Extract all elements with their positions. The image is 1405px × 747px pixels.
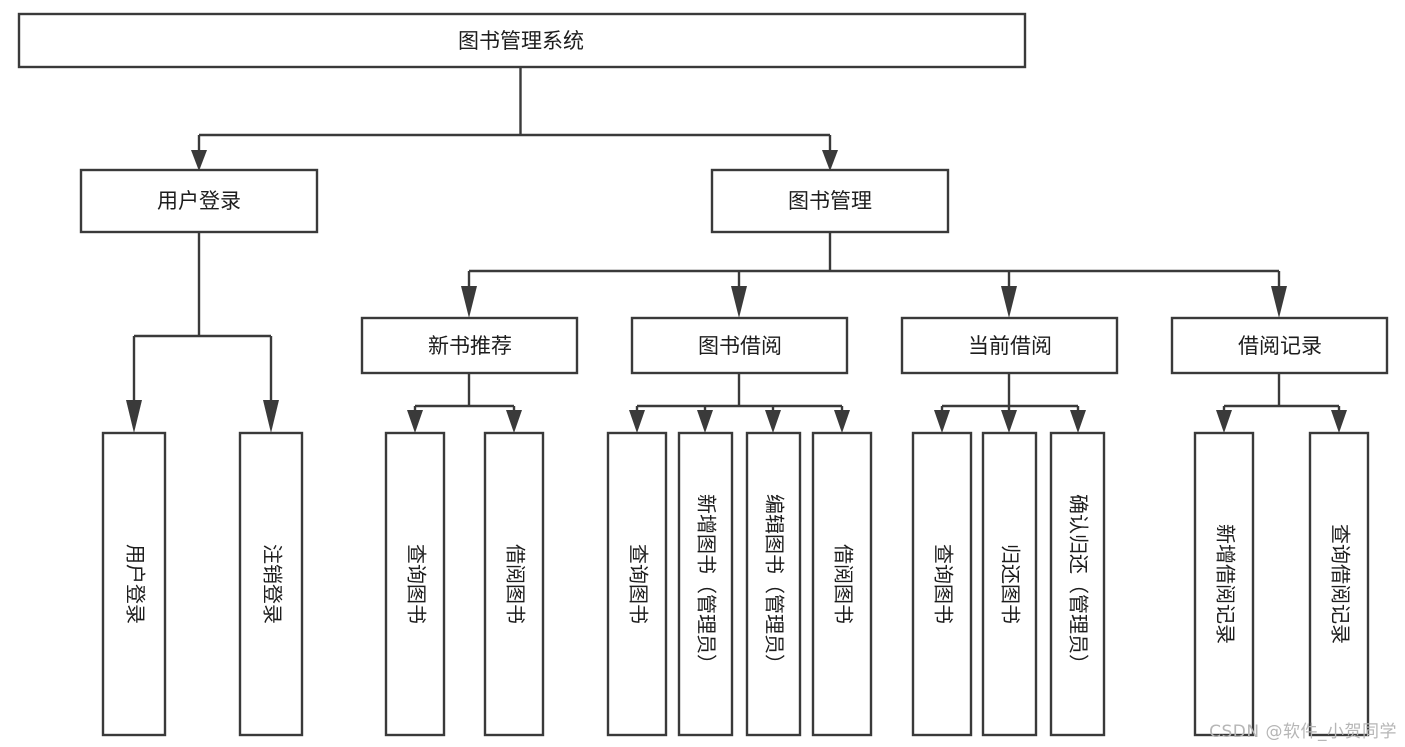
arrow-root-to-user-login — [191, 150, 207, 171]
arrow-to-leaf-borrow-book-1 — [506, 410, 522, 433]
arrow-to-leaf-user-login — [126, 400, 142, 433]
leaf-user-login-label: 用户登录 — [124, 544, 148, 624]
leaf-borrow-book-1-label: 借阅图书 — [504, 544, 528, 624]
node-borrow-record[interactable]: 借阅记录 — [1170, 316, 1389, 375]
leaf-edit-book-box[interactable] — [745, 431, 802, 737]
arrow-to-leaf-add-record — [1216, 410, 1232, 433]
leaf-query-book-2-box[interactable] — [606, 431, 668, 737]
arrow-to-current-borrow — [1001, 286, 1017, 318]
arrow-to-leaf-borrow-book-2 — [834, 410, 850, 433]
leaf-add-book-label: 新增图书（管理员） — [695, 494, 719, 674]
arrow-root-to-book-management — [822, 150, 838, 171]
node-book-borrow-label: 图书借阅 — [698, 334, 782, 358]
leaf-query-record-label: 查询借阅记录 — [1329, 524, 1353, 644]
arrow-to-leaf-return-book — [1001, 410, 1017, 433]
leaf-return-book-label: 归还图书 — [999, 544, 1023, 624]
node-user-login-label: 用户登录 — [157, 189, 241, 213]
arrow-to-leaf-query-book-3 — [934, 410, 950, 433]
leaf-borrow-book-2[interactable]: 借阅图书 — [811, 431, 873, 737]
leaf-query-book-2-label: 查询图书 — [627, 544, 651, 624]
node-book-borrow[interactable]: 图书借阅 — [630, 316, 849, 375]
node-user-login-box[interactable] — [79, 168, 319, 234]
node-root-box[interactable] — [17, 12, 1027, 69]
node-new-book-recommend-box[interactable] — [360, 316, 579, 375]
leaf-query-book-1[interactable]: 查询图书 — [384, 431, 446, 737]
arrow-to-leaf-confirm-return — [1070, 410, 1086, 433]
node-root-label: 图书管理系统 — [458, 29, 584, 53]
csdn-watermark: CSDN @软件_小贺同学 — [1209, 722, 1397, 742]
leaf-add-record-label: 新增借阅记录 — [1214, 524, 1238, 644]
arrow-to-borrow-record — [1271, 286, 1287, 318]
arrow-to-leaf-edit-book — [765, 410, 781, 433]
leaf-query-book-3-label: 查询图书 — [932, 544, 956, 624]
node-current-borrow-box[interactable] — [900, 316, 1119, 375]
arrow-to-book-borrow — [731, 286, 747, 318]
leaf-user-login-box[interactable] — [101, 431, 167, 737]
leaf-confirm-return[interactable]: 确认归还（管理员） — [1049, 431, 1106, 737]
arrow-to-leaf-query-book-2 — [629, 410, 645, 433]
node-root[interactable]: 图书管理系统 — [17, 12, 1027, 69]
node-borrow-record-box[interactable] — [1170, 316, 1389, 375]
node-borrow-record-label: 借阅记录 — [1238, 334, 1322, 358]
connector-layer — [126, 67, 1347, 433]
leaf-borrow-book-1-box[interactable] — [483, 431, 545, 737]
node-book-borrow-box[interactable] — [630, 316, 849, 375]
leaf-user-logout[interactable]: 注销登录 — [238, 431, 304, 737]
leaf-user-logout-label: 注销登录 — [261, 544, 285, 624]
leaf-query-record[interactable]: 查询借阅记录 — [1308, 431, 1370, 737]
leaf-query-record-box[interactable] — [1308, 431, 1370, 737]
leaf-edit-book[interactable]: 编辑图书（管理员） — [745, 431, 802, 737]
leaf-user-login[interactable]: 用户登录 — [101, 431, 167, 737]
leaf-confirm-return-box[interactable] — [1049, 431, 1106, 737]
leaf-add-record[interactable]: 新增借阅记录 — [1193, 431, 1255, 737]
leaf-query-book-1-label: 查询图书 — [405, 544, 429, 624]
leaf-edit-book-label: 编辑图书（管理员） — [763, 494, 787, 674]
leaf-add-record-box[interactable] — [1193, 431, 1255, 737]
leaf-borrow-book-2-box[interactable] — [811, 431, 873, 737]
leaf-return-book-box[interactable] — [981, 431, 1038, 737]
leaf-borrow-book-2-label: 借阅图书 — [832, 544, 856, 624]
node-current-borrow[interactable]: 当前借阅 — [900, 316, 1119, 375]
arrow-to-leaf-query-record — [1331, 410, 1347, 433]
leaf-return-book[interactable]: 归还图书 — [981, 431, 1038, 737]
leaf-borrow-book-1[interactable]: 借阅图书 — [483, 431, 545, 737]
leaf-query-book-3[interactable]: 查询图书 — [911, 431, 973, 737]
leaf-add-book[interactable]: 新增图书（管理员） — [677, 431, 734, 737]
leaf-confirm-return-label: 确认归还（管理员） — [1067, 494, 1091, 674]
leaf-query-book-3-box[interactable] — [911, 431, 973, 737]
leaf-query-book-2[interactable]: 查询图书 — [606, 431, 668, 737]
node-book-management-label: 图书管理 — [788, 189, 872, 213]
arrow-to-leaf-user-logout — [263, 400, 279, 433]
leaf-user-logout-box[interactable] — [238, 431, 304, 737]
node-current-borrow-label: 当前借阅 — [968, 334, 1052, 358]
arrow-to-new-book-recommend — [461, 286, 477, 318]
node-book-management[interactable]: 图书管理 — [710, 168, 950, 234]
arrow-to-leaf-add-book — [697, 410, 713, 433]
node-new-book-recommend[interactable]: 新书推荐 — [360, 316, 579, 375]
leaf-add-book-box[interactable] — [677, 431, 734, 737]
node-new-book-recommend-label: 新书推荐 — [428, 334, 512, 358]
arrow-to-leaf-query-book-1 — [407, 410, 423, 433]
node-user-login[interactable]: 用户登录 — [79, 168, 319, 234]
node-book-management-box[interactable] — [710, 168, 950, 234]
leaf-query-book-1-box[interactable] — [384, 431, 446, 737]
